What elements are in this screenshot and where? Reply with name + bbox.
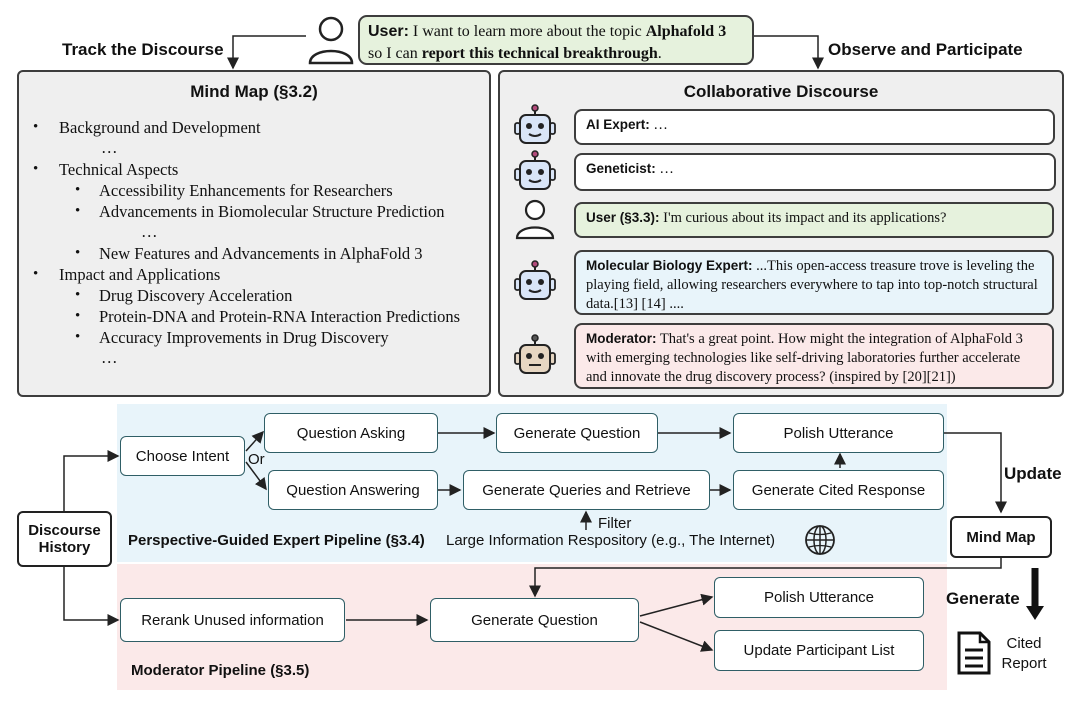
user-query-box: User: I want to learn more about the top… [358,15,754,65]
question-asking-node: Question Asking [264,413,438,453]
mind-map-ellipsis: … [141,222,158,241]
geneticist-robot-icon [514,150,556,190]
speaker-label: User (§3.3): [586,210,660,225]
user-query-line2: so I can [368,45,418,62]
utterance-text: … [659,161,674,177]
rerank-unused-info-node: Rerank Unused information [120,598,345,642]
utterance-text: ...This open-access treasure trove is le… [586,258,1038,312]
mind-map-item: Impact and Applications [59,265,221,284]
generate-label: Generate [946,589,1020,608]
bullet: • [33,266,39,282]
speaker-label: Moderator: [586,331,657,346]
moderator-robot-icon [514,334,556,374]
update-label: Update [1004,464,1062,483]
bullet: • [75,287,81,303]
repository-label: Large Information Respository (e.g., The… [446,532,776,549]
user-query-label: User: [368,23,409,40]
molecular-biology-expert-utterance: Molecular Biology Expert: ...This open-a… [574,250,1054,315]
user-query-topic: Alphafold 3 [645,23,727,40]
utterance-text: That's a great point. How might the inte… [586,331,1023,385]
bullet: • [75,329,81,345]
mind-map-panel: Mind Map (§3.2) • Background and Develop… [17,70,491,397]
track-discourse-label: Track the Discourse [62,40,224,59]
user-turn-icon [515,199,555,240]
mind-map-item: Accuracy Improvements in Drug Discovery [99,328,389,347]
polish-utterance-node: Polish Utterance [733,413,944,453]
bullet: • [75,182,81,198]
globe-icon [805,525,835,555]
document-icon [957,631,991,675]
mind-map-item: Technical Aspects [59,160,179,179]
or-label: Or [248,451,265,468]
observe-participate-label: Observe and Participate [828,40,1023,59]
mind-map-item: Advancements in Biomolecular Structure P… [99,202,445,221]
moderator-pipeline-label: Moderator Pipeline (§3.5) [131,662,310,679]
speaker-label: Molecular Biology Expert: [586,258,753,273]
user-query-line1: I want to learn more about the topic [412,23,642,40]
question-answering-node: Question Answering [268,470,438,510]
ai-expert-robot-icon [514,104,556,144]
choose-intent-node: Choose Intent [120,436,245,476]
user-icon [308,16,354,65]
utterance-text: … [653,117,668,133]
mind-map-item: Protein-DNA and Protein-RNA Interaction … [99,307,461,326]
cited-report-label: Cited Report [1001,635,1047,672]
mind-map-item: New Features and Advancements in AlphaFo… [99,244,423,263]
geneticist-utterance: Geneticist: … [574,153,1056,191]
user-query-period: . [657,45,662,62]
mind-map-title: Mind Map (§3.2) [190,82,318,101]
moderator-utterance: Moderator: That's a great point. How mig… [574,323,1054,389]
ai-expert-utterance: AI Expert: … [574,109,1055,145]
generate-question-node: Generate Question [496,413,658,453]
bullet: • [75,308,81,324]
mind-map-ellipsis: … [101,138,118,157]
bullet: • [75,245,81,261]
collaborative-discourse-panel: Collaborative Discourse AI Expert: … Gen… [498,70,1064,397]
mind-map-item: Accessibility Enhancements for Researche… [99,181,393,200]
update-participant-list-node: Update Participant List [714,630,924,671]
generate-queries-node: Generate Queries and Retrieve [463,470,710,510]
user-query-goal: report this technical breakthrough [421,45,658,62]
mind-map-ellipsis: … [101,348,118,367]
mind-map-node: Mind Map [950,516,1052,558]
bullet: • [33,119,39,135]
mind-map-item: Drug Discovery Acceleration [99,286,293,305]
bullet: • [33,161,39,177]
bullet: • [75,203,81,219]
mind-map-item: Background and Development [59,118,261,137]
discourse-history-node: Discourse History [17,511,112,567]
molecular-biology-expert-robot-icon [514,260,556,300]
utterance-text: I'm curious about its impact and its app… [663,210,947,226]
filter-label: Filter [598,515,632,532]
moderator-polish-utterance-node: Polish Utterance [714,577,924,618]
moderator-generate-question-node: Generate Question [430,598,639,642]
speaker-label: AI Expert: [586,117,650,132]
expert-pipeline-label: Perspective-Guided Expert Pipeline (§3.4… [128,532,425,549]
discourse-title: Collaborative Discourse [683,82,879,101]
generate-cited-response-node: Generate Cited Response [733,470,944,510]
user-utterance: User (§3.3): I'm curious about its impac… [574,202,1054,238]
speaker-label: Geneticist: [586,161,656,176]
